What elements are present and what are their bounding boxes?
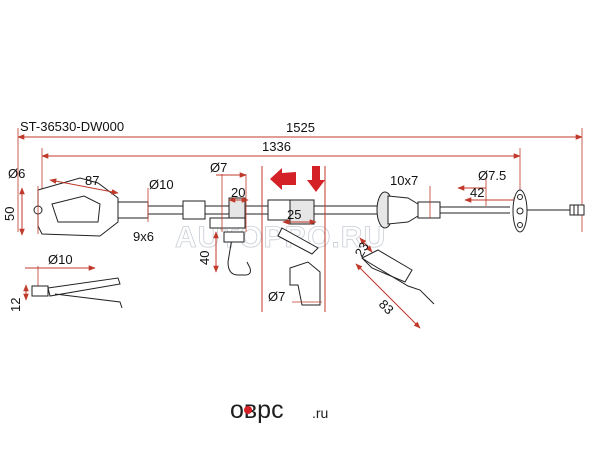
sleeve-tip	[417, 201, 441, 219]
clip-base	[209, 217, 246, 229]
middle-clip-bracket	[277, 227, 319, 255]
dim-bracket-b-len: 83	[376, 297, 397, 318]
direction-arrow-left-icon	[270, 168, 296, 190]
dim-sleeve-size: 10x7	[390, 173, 418, 188]
dim-ferrule-dia: Ø10	[149, 177, 174, 192]
dim-eye-dia: Ø6	[8, 166, 25, 181]
part-number: ST-36530-DW000	[20, 119, 124, 134]
dim-end-dia: Ø7.5	[478, 168, 506, 183]
end-nipple	[569, 204, 585, 216]
brand-suffix: .ru	[312, 405, 328, 421]
dim-23-line	[359, 237, 373, 253]
cable-sleeve-left	[182, 200, 206, 220]
dim-slot-size: 9x6	[133, 229, 154, 244]
dim-87-label: 87	[85, 173, 99, 188]
dim-side-height: 12	[8, 298, 23, 312]
dim-side-dia: Ø10	[48, 252, 73, 267]
dim-clip-dia-bottom: Ø7	[268, 289, 285, 304]
side-bracket-tab	[54, 293, 123, 309]
end-flange-hole-bottom	[517, 222, 523, 228]
dim-clip-dia-top: Ø7	[210, 160, 227, 175]
clip-spring	[227, 237, 251, 276]
brand-text: оврс	[230, 396, 284, 424]
dim-1336-label: 1336	[262, 139, 291, 154]
side-ferrule	[31, 285, 49, 297]
dim-87-line	[49, 178, 119, 195]
dim-50-label: 50	[2, 207, 17, 221]
dim-clip-height: 40	[197, 251, 212, 265]
side-bracket	[47, 277, 121, 297]
bottom-clip	[289, 261, 321, 306]
dim-clip-width: 20	[231, 185, 245, 200]
dim-1525-label: 1525	[286, 120, 315, 135]
direction-arrow-down-icon	[307, 166, 325, 192]
end-flange-hole-center	[516, 207, 524, 215]
dim-bracket-b-height: 23	[352, 239, 372, 259]
dim-clip-gap: 25	[287, 207, 301, 222]
brand-accent-dot	[244, 406, 252, 414]
clip-spring-head	[223, 231, 245, 243]
left-bracket-slot	[51, 195, 101, 223]
dim-83-line	[355, 263, 421, 329]
end-flange-hole-top	[517, 194, 523, 200]
dim-end-len: 42	[470, 185, 484, 200]
sleeve-body	[387, 195, 419, 225]
left-ferrule	[117, 201, 149, 219]
brand-logo: оврс .ru	[230, 396, 328, 424]
